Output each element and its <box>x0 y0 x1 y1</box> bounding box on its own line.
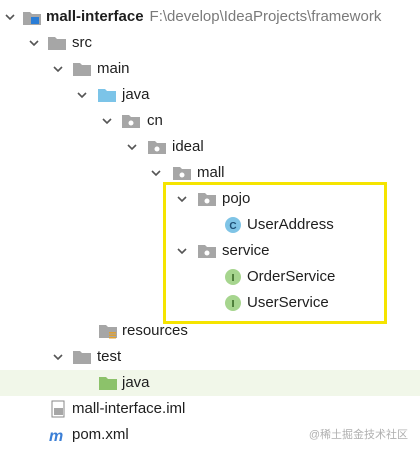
tree-label: java <box>122 374 150 391</box>
tree-row-cn[interactable]: cn <box>0 108 420 134</box>
tree-row-user-service[interactable]: I UserService <box>0 290 420 316</box>
tree-row-resources[interactable]: resources <box>0 318 420 344</box>
tree-row-pom[interactable]: m pom.xml <box>0 422 420 448</box>
chevron-down-icon[interactable] <box>148 165 164 181</box>
folder-icon <box>72 60 92 78</box>
chevron-down-icon[interactable] <box>50 349 66 365</box>
chevron-down-icon[interactable] <box>174 191 190 207</box>
tree-label: UserService <box>247 294 329 311</box>
tree-row-pojo[interactable]: pojo <box>0 186 420 212</box>
chevron-down-icon[interactable] <box>99 113 115 129</box>
folder-icon <box>47 34 67 52</box>
tree-row-java-main[interactable]: java <box>0 82 420 108</box>
watermark-text: @稀土掘金技术社区 <box>308 429 408 441</box>
package-icon <box>197 190 217 208</box>
tree-row-test[interactable]: test <box>0 344 420 370</box>
class-icon: C <box>224 216 244 234</box>
iml-file-icon <box>48 400 68 418</box>
svg-text:m: m <box>49 428 63 444</box>
test-source-folder-icon <box>98 374 118 392</box>
interface-icon: I <box>224 294 244 312</box>
tree-label: cn <box>147 112 163 129</box>
watermark: @稀土掘金技术社区 <box>309 426 408 442</box>
tree-label: mall-interface.iml <box>72 400 186 417</box>
source-folder-icon <box>97 86 117 104</box>
interface-badge: I <box>232 273 235 284</box>
tree-row-java-test[interactable]: java <box>0 370 420 396</box>
maven-file-icon: m <box>48 426 68 445</box>
package-icon <box>197 242 217 260</box>
package-icon <box>121 112 141 130</box>
tree-label: UserAddress <box>247 216 334 233</box>
project-path: F:\develop\IdeaProjects\framework <box>149 8 382 25</box>
folder-icon <box>72 348 92 366</box>
chevron-down-icon[interactable] <box>26 35 42 51</box>
tree-row-user-address[interactable]: C UserAddress <box>0 212 420 238</box>
chevron-down-icon[interactable] <box>74 87 90 103</box>
tree-row-main[interactable]: main <box>0 56 420 82</box>
tree-row-ideal[interactable]: ideal <box>0 134 420 160</box>
tree-row-iml[interactable]: mall-interface.iml <box>0 396 420 422</box>
chevron-down-icon[interactable] <box>124 139 140 155</box>
chevron-down-icon[interactable] <box>174 243 190 259</box>
package-icon <box>172 164 192 182</box>
class-badge: C <box>229 221 236 232</box>
package-icon <box>147 138 167 156</box>
tree-row-mall[interactable]: mall <box>0 160 420 186</box>
tree-label: pojo <box>222 190 251 207</box>
tree-row-src[interactable]: src <box>0 30 420 56</box>
resources-folder-icon <box>98 322 118 340</box>
tree-label: test <box>97 348 122 365</box>
tree-label: main <box>97 60 130 77</box>
tree-row-service[interactable]: service <box>0 238 420 264</box>
tree-row-order-service[interactable]: I OrderService <box>0 264 420 290</box>
tree-label: mall <box>197 164 225 181</box>
tree-label: service <box>222 242 270 259</box>
tree-label: src <box>72 34 92 51</box>
chevron-down-icon[interactable] <box>50 61 66 77</box>
chevron-down-icon[interactable] <box>2 9 18 25</box>
tree-label: resources <box>122 322 188 339</box>
interface-icon: I <box>224 268 244 286</box>
tree-label: pom.xml <box>72 426 129 443</box>
tree-label: java <box>122 86 150 103</box>
tree-label: ideal <box>172 138 204 155</box>
module-folder-icon <box>22 8 42 26</box>
interface-badge: I <box>232 299 235 310</box>
tree-label: OrderService <box>247 268 336 285</box>
